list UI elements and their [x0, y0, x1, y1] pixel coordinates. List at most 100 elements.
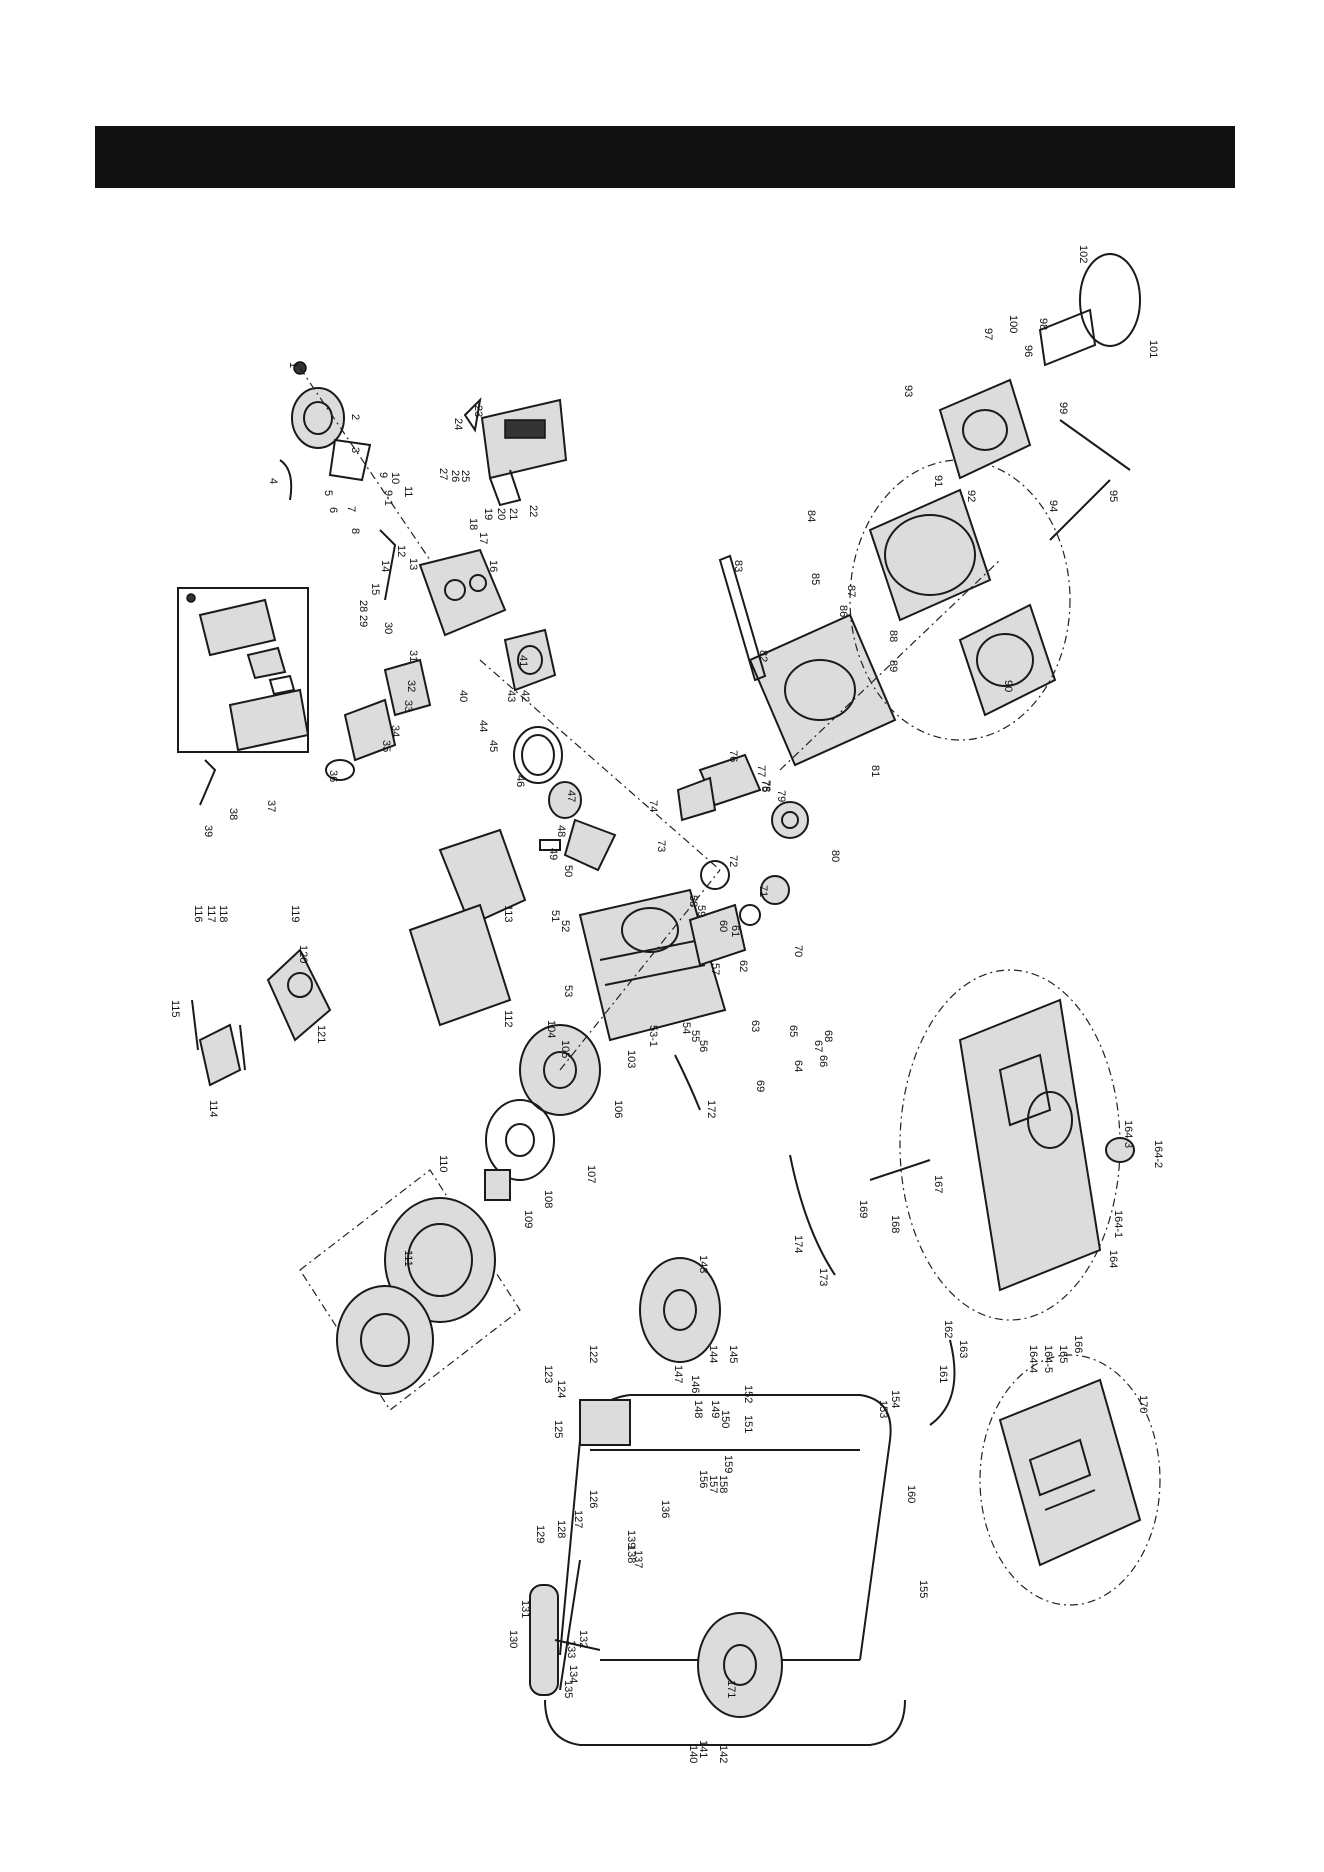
callout-171: 171 [725, 1680, 737, 1698]
callout-62: 62 [737, 960, 749, 972]
carburetor [325, 658, 432, 781]
callout-23: 23 [472, 405, 484, 417]
callout-35: 35 [380, 740, 392, 752]
callout-67: 67 [812, 1040, 824, 1052]
callout-57: 57 [709, 963, 721, 975]
callout-107: 107 [585, 1165, 597, 1183]
callout-66: 66 [817, 1055, 829, 1067]
header-bar [95, 126, 1235, 188]
callout-144: 144 [707, 1345, 719, 1363]
callout-162: 162 [942, 1320, 954, 1338]
callout-8: 8 [349, 528, 361, 534]
wheel-front [639, 1257, 721, 1363]
callout-156: 156 [697, 1470, 709, 1488]
callout-41: 41 [517, 655, 529, 667]
callout-25: 25 [459, 470, 471, 482]
callout-47: 47 [565, 790, 577, 802]
callout-118: 118 [217, 905, 229, 923]
callout-145: 145 [727, 1345, 739, 1363]
callout-166: 166 [1072, 1335, 1084, 1353]
callout-39: 39 [202, 825, 214, 837]
callout-37: 37 [265, 800, 277, 812]
callout-55: 55 [689, 1030, 701, 1042]
muffler-outline [979, 1354, 1161, 1606]
callout-167: 167 [932, 1175, 944, 1193]
callout-128: 128 [555, 1520, 567, 1538]
fuel-lines [674, 1054, 956, 1426]
callout-158: 158 [717, 1475, 729, 1493]
callout-142: 142 [717, 1745, 729, 1763]
alternator-stator [718, 554, 897, 767]
handle-bar [529, 1584, 601, 1696]
callout-148: 148 [692, 1400, 704, 1418]
callout-30: 30 [382, 622, 394, 634]
callout-99: 99 [1057, 402, 1069, 414]
callout-165: 165 [1057, 1345, 1069, 1363]
callout-111: 111 [402, 1250, 414, 1267]
callout-53-1: 53-1 [647, 1025, 659, 1047]
callout-91: 91 [932, 475, 944, 487]
callout-85: 85 [809, 573, 821, 585]
callout-116: 116 [192, 905, 204, 923]
callout-87: 87 [845, 585, 857, 597]
fuel-tank [958, 998, 1135, 1292]
callout-122: 122 [587, 1345, 599, 1363]
callout-113: 113 [502, 905, 514, 923]
callout-46: 46 [514, 775, 526, 787]
callout-164-1: 164-1 [1112, 1210, 1124, 1238]
callout-40: 40 [457, 690, 469, 702]
callout-9-1: 9-1 [382, 490, 394, 506]
callout-80: 80 [829, 850, 841, 862]
wheel-rear [697, 1612, 783, 1718]
starter-motor [191, 948, 332, 1087]
callout-149: 149 [709, 1400, 721, 1418]
callout-163: 163 [957, 1340, 969, 1358]
callout-18: 18 [467, 518, 479, 530]
recoil-group-outline [299, 1169, 521, 1411]
callout-82: 82 [757, 650, 769, 662]
engine-block [578, 888, 747, 1042]
callout-138: 138 [625, 1545, 637, 1563]
callout-78: 78 [760, 780, 772, 792]
callout-86: 86 [837, 605, 849, 617]
callout-31: 31 [407, 650, 419, 662]
callout-42: 42 [519, 690, 531, 702]
callout-17: 17 [477, 532, 489, 544]
clip-part [199, 759, 217, 806]
callout-134: 134 [567, 1665, 579, 1683]
callout-54: 54 [680, 1022, 692, 1034]
callout-75: 75 [759, 780, 771, 792]
callout-168: 168 [889, 1215, 901, 1233]
callout-89: 89 [887, 660, 899, 672]
rear-cover [938, 253, 1141, 541]
callout-74: 74 [647, 800, 659, 812]
callout-65: 65 [787, 1025, 799, 1037]
callout-170: 170 [1137, 1395, 1149, 1413]
callout-4: 4 [267, 478, 279, 484]
callout-133: 133 [565, 1640, 577, 1658]
callout-123: 123 [542, 1365, 554, 1383]
callout-51: 51 [549, 910, 561, 922]
callout-106: 106 [612, 1100, 624, 1118]
callout-10: 10 [389, 472, 401, 484]
callout-88: 88 [887, 630, 899, 642]
callout-103: 103 [625, 1050, 637, 1068]
callout-104: 104 [545, 1020, 557, 1038]
callout-94: 94 [1047, 500, 1059, 512]
piston [513, 726, 617, 872]
callout-164-5: 164-5 [1042, 1345, 1054, 1373]
callout-20: 20 [495, 508, 507, 520]
callout-72: 72 [727, 855, 739, 867]
callout-43: 43 [505, 690, 517, 702]
callout-159: 159 [722, 1455, 734, 1473]
callout-38: 38 [227, 808, 239, 820]
callout-143: 143 [697, 1255, 709, 1273]
callout-5: 5 [322, 490, 334, 496]
callout-135: 135 [562, 1680, 574, 1698]
callout-174: 174 [792, 1235, 804, 1253]
callout-119: 119 [289, 905, 301, 923]
callout-29: 29 [357, 615, 369, 627]
callout-7: 7 [345, 506, 357, 512]
callout-90: 90 [1002, 680, 1014, 692]
